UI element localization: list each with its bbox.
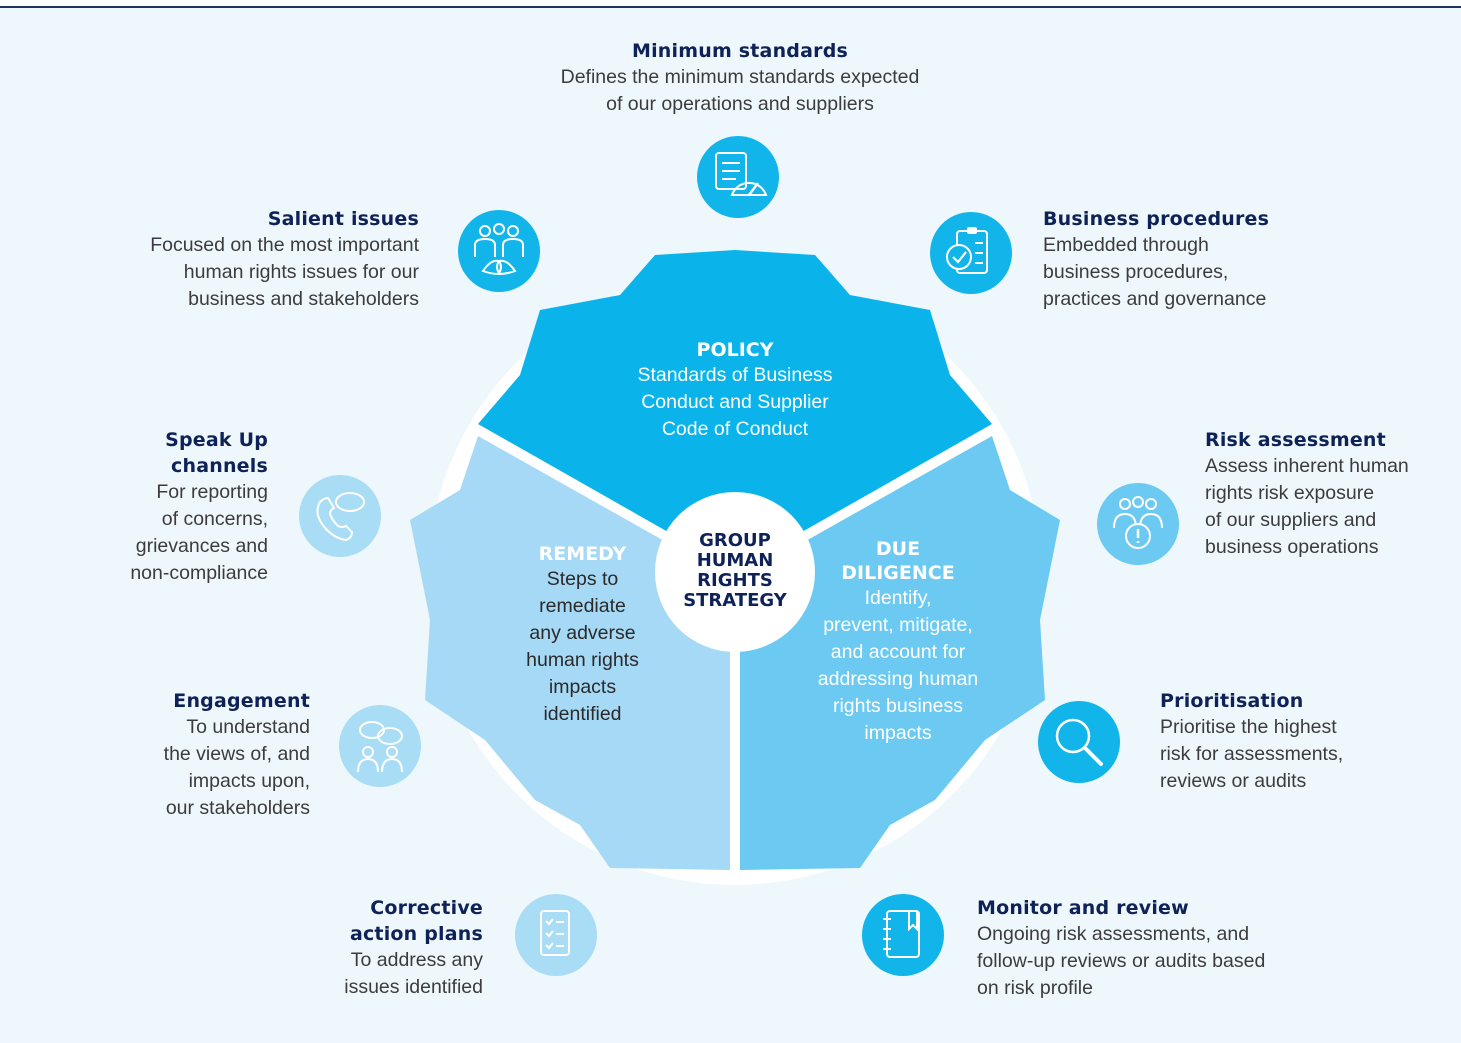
- risk-assessment-text: rights risk exposure: [1205, 482, 1375, 504]
- speak-up-label: Speak Up channels For reporting of conce…: [88, 427, 268, 587]
- due-diligence-line: Identify,: [864, 587, 932, 609]
- policy-line: Standards of Business: [637, 364, 833, 386]
- remedy-line: any adverse: [529, 622, 636, 644]
- engagement-text: impacts upon,: [188, 770, 310, 792]
- due-diligence-line: rights business: [832, 695, 964, 717]
- checklist-scroll-icon: [515, 894, 597, 976]
- segment-remedy-text: REMEDY Steps to remediate any adverse hu…: [495, 542, 670, 728]
- segment-due-diligence-text: DUE DILIGENCE Identify, prevent, mitigat…: [798, 537, 998, 747]
- scroll-gauge-icon: [697, 136, 779, 218]
- minimum-standards-label: Minimum standards Defines the minimum st…: [500, 38, 980, 118]
- minimum-standards-text: of our operations and suppliers: [606, 93, 874, 115]
- business-procedures-label: Business procedures Embedded through bus…: [1043, 206, 1343, 313]
- risk-assessment-text: of our suppliers and: [1205, 509, 1377, 531]
- due-diligence-line: addressing human: [817, 668, 979, 690]
- segment-policy: [478, 250, 992, 570]
- speak-up-title: Speak Up: [165, 429, 268, 451]
- remedy-title: REMEDY: [538, 543, 627, 565]
- top-rule: [0, 0, 1461, 8]
- center-line: RIGHTS: [697, 570, 773, 591]
- remedy-line: remediate: [539, 595, 626, 617]
- remedy-line: human rights: [526, 649, 639, 671]
- segment-due-diligence: [740, 436, 1060, 870]
- due-diligence-line: impacts: [864, 722, 932, 744]
- engagement-text: our stakeholders: [165, 797, 310, 819]
- due-diligence-title: DILIGENCE: [841, 562, 955, 584]
- business-procedures-title: Business procedures: [1043, 208, 1270, 230]
- prioritisation-text: risk for assessments,: [1160, 743, 1344, 765]
- policy-line: Code of Conduct: [661, 418, 809, 440]
- prioritisation-title: Prioritisation: [1160, 690, 1304, 712]
- monitor-review-label: Monitor and review Ongoing risk assessme…: [977, 895, 1337, 1002]
- center-line: STRATEGY: [683, 590, 787, 611]
- center-circle: [655, 492, 815, 652]
- corrective-action-text: To address any: [350, 949, 483, 971]
- engagement-label: Engagement To understand the views of, a…: [110, 688, 310, 822]
- prioritisation-text: reviews or audits: [1160, 770, 1307, 792]
- due-diligence-line: and account for: [830, 641, 966, 663]
- engagement-text: the views of, and: [163, 743, 310, 765]
- risk-assessment-label: Risk assessment Assess inherent human ri…: [1205, 427, 1455, 561]
- risk-assessment-text: business operations: [1205, 536, 1379, 558]
- center-line: GROUP: [699, 530, 771, 551]
- engagement-text: To understand: [186, 716, 310, 738]
- center-line: HUMAN: [696, 550, 774, 571]
- corrective-action-label: Corrective action plans To address any i…: [293, 895, 483, 1001]
- remedy-line: Steps to: [546, 568, 619, 590]
- remedy-line: impacts: [548, 676, 617, 698]
- prioritisation-text: Prioritise the highest: [1160, 716, 1337, 738]
- salient-issues-text: Focused on the most important: [150, 234, 419, 256]
- monitor-review-text: follow-up reviews or audits based: [977, 950, 1266, 972]
- prioritisation-label: Prioritisation Prioritise the highest ri…: [1160, 688, 1420, 795]
- business-procedures-text: business procedures,: [1043, 261, 1229, 283]
- monitor-review-text: Ongoing risk assessments, and: [977, 923, 1250, 945]
- salient-issues-text: human rights issues for our: [183, 261, 419, 283]
- business-procedures-text: Embedded through: [1043, 234, 1209, 256]
- monitor-review-text: on risk profile: [977, 977, 1093, 999]
- remedy-line: identified: [543, 703, 622, 725]
- notebook-icon: [862, 894, 944, 976]
- risk-assessment-title: Risk assessment: [1205, 429, 1386, 451]
- speak-up-text: grievances and: [135, 535, 268, 557]
- business-procedures-text: practices and governance: [1043, 288, 1267, 310]
- salient-issues-title: Salient issues: [267, 208, 419, 230]
- due-diligence-line: prevent, mitigate,: [823, 614, 973, 636]
- speak-up-text: non-compliance: [130, 562, 268, 584]
- due-diligence-title: DUE: [875, 538, 921, 560]
- policy-title: POLICY: [696, 339, 774, 361]
- magnifier-icon: [1038, 701, 1120, 783]
- policy-line: Conduct and Supplier: [641, 391, 829, 413]
- engagement-title: Engagement: [173, 690, 310, 712]
- group-alert-icon: [1097, 483, 1179, 565]
- corrective-action-title: Corrective: [370, 897, 483, 919]
- segment-remedy: [410, 436, 730, 870]
- salient-issues-label: Salient issues Focused on the most impor…: [95, 206, 419, 313]
- people-speech-icon: [339, 705, 421, 787]
- salient-issues-text: business and stakeholders: [188, 288, 419, 310]
- speak-up-text: of concerns,: [161, 508, 268, 530]
- corrective-action-title: action plans: [349, 923, 483, 945]
- speak-up-title: channels: [171, 455, 268, 477]
- minimum-standards-title: Minimum standards: [631, 40, 849, 62]
- minimum-standards-text: Defines the minimum standards expected: [560, 66, 920, 88]
- center-title: GROUP HUMAN RIGHTS STRATEGY: [660, 531, 810, 611]
- people-lotus-icon: [458, 210, 540, 292]
- speak-up-text: For reporting: [156, 481, 268, 503]
- segment-policy-text: POLICY Standards of Business Conduct and…: [600, 338, 870, 443]
- risk-assessment-text: Assess inherent human: [1205, 455, 1409, 477]
- clipboard-check-icon: [930, 212, 1012, 294]
- phone-speech-icon: [299, 475, 381, 557]
- corrective-action-text: issues identified: [344, 976, 483, 998]
- monitor-review-title: Monitor and review: [977, 897, 1189, 919]
